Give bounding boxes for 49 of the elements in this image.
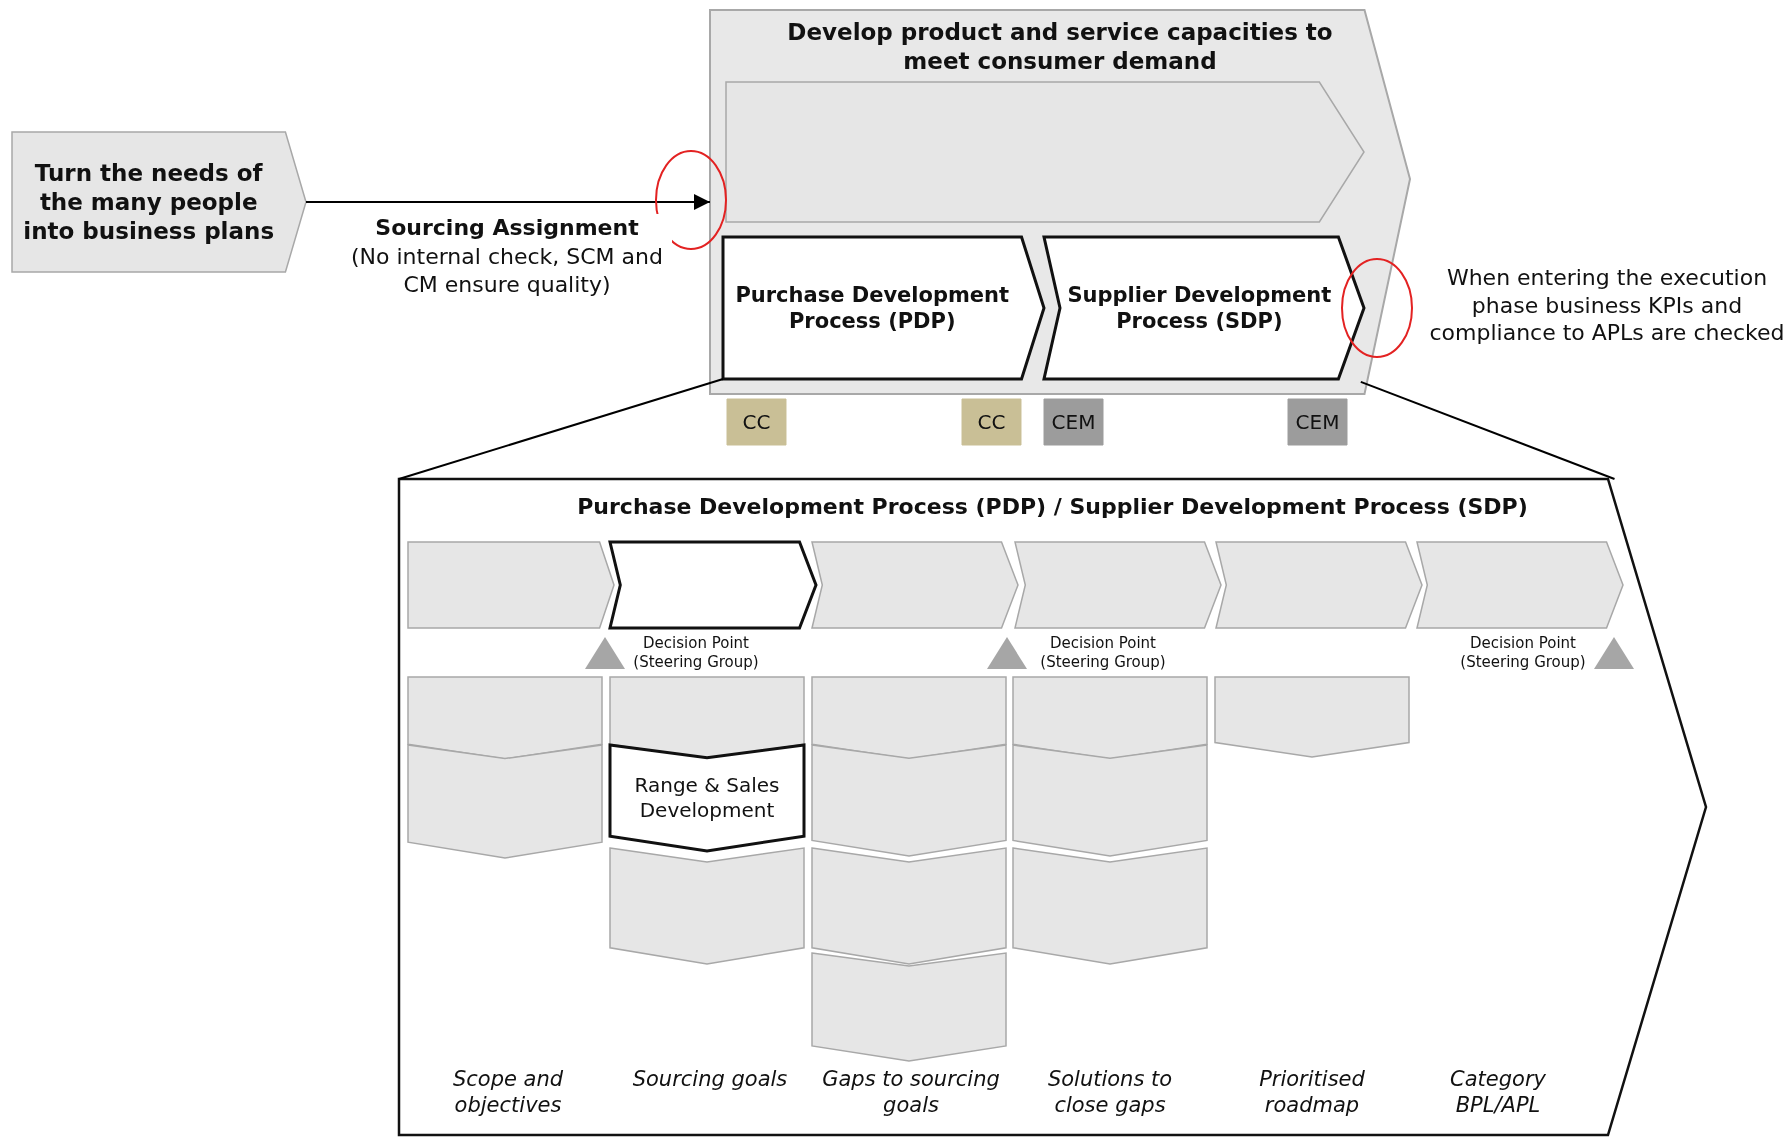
label-box: [727, 399, 786, 445]
process-step: [408, 542, 614, 628]
activity-step: [610, 848, 804, 964]
process-step: [1417, 542, 1623, 628]
phase-output-label: Solutions to close gaps: [1046, 1066, 1174, 1119]
process-step: [723, 237, 1044, 379]
process-phase-panel: [710, 10, 1410, 394]
panel-heading: Develop product and service capacities to meet consumer demand: [786, 18, 1334, 76]
phase-output-label: Scope and objectives: [451, 1066, 565, 1119]
node-label: Supplier Development Process (SDP): [1066, 281, 1333, 335]
phase-output-label: Sourcing goals: [631, 1066, 789, 1093]
activity-step: [1215, 677, 1409, 757]
node-label: Range & Sales Development: [633, 773, 781, 823]
phase-output-label: Prioritised roadmap: [1258, 1066, 1366, 1119]
process-panel: [399, 479, 1706, 1135]
process-step: [610, 542, 816, 628]
label-box: [1044, 399, 1103, 445]
activity-step: [812, 848, 1006, 964]
decision-point-label: Decision Point (Steering Group): [1039, 634, 1167, 672]
activity-step: [1013, 677, 1207, 759]
process-step: [726, 82, 1364, 222]
activity-step: [812, 953, 1006, 1061]
node-label: CEM: [1294, 409, 1341, 435]
label-box: [962, 399, 1021, 445]
note-text: When entering the execution phase business KPIs and compliance to APLs are checked: [1428, 264, 1786, 347]
label-box: [1288, 399, 1347, 445]
phase-output-label: Gaps to sourcing goals: [821, 1066, 1001, 1119]
zoom-line: [1359, 380, 1616, 480]
panel-heading: Purchase Development Process (PDP) / Supplier Development Process (SDP): [576, 493, 1529, 521]
node-label: Purchase Development Process (PDP): [734, 281, 1011, 335]
process-step: [1015, 542, 1221, 628]
process-step: [1216, 542, 1422, 628]
activity-step: [1013, 745, 1207, 856]
node-label: Turn the needs of the many people into business plans: [22, 158, 276, 246]
process-step: [1044, 237, 1364, 379]
activity-step: [812, 745, 1006, 856]
process-step: [12, 132, 306, 272]
decision-point-label: Decision Point (Steering Group): [632, 634, 760, 672]
process-step: [812, 542, 1018, 628]
arrow: [305, 194, 711, 210]
activity-step: [408, 677, 602, 759]
activity-step: [812, 677, 1006, 759]
node-label: CC: [976, 409, 1007, 435]
node-label: CC: [741, 409, 772, 435]
node-label: CEM: [1050, 409, 1097, 435]
decision-point-label: Decision Point (Steering Group): [1459, 634, 1587, 672]
phase-output-label: Category BPL/APL: [1449, 1066, 1547, 1119]
activity-step: [408, 745, 602, 858]
activity-step: [1013, 848, 1207, 964]
